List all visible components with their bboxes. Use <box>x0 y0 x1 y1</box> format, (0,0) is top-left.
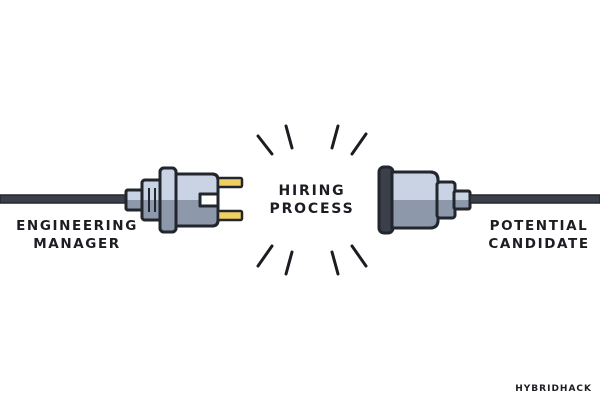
potential-candidate-label: POTENTIAL CANDIDATE <box>478 217 600 253</box>
left-cable <box>0 194 129 204</box>
center-label-line-2: PROCESS <box>269 201 355 217</box>
engineering-manager-label: ENGINEERING MANAGER <box>2 217 152 253</box>
left-label-line-1: ENGINEERING <box>16 218 138 234</box>
plug-icon <box>124 166 244 234</box>
right-label-line-2: CANDIDATE <box>488 236 590 252</box>
spark-lines <box>256 124 368 276</box>
socket-icon <box>377 165 472 235</box>
hiring-process-label: HIRING PROCESS <box>262 182 362 218</box>
left-label-line-2: MANAGER <box>33 236 121 252</box>
center-label-line-1: HIRING <box>278 183 346 199</box>
brand-watermark: HYBRIDHACK <box>515 384 592 394</box>
right-label-line-1: POTENTIAL <box>489 218 589 234</box>
right-cable <box>469 194 600 204</box>
